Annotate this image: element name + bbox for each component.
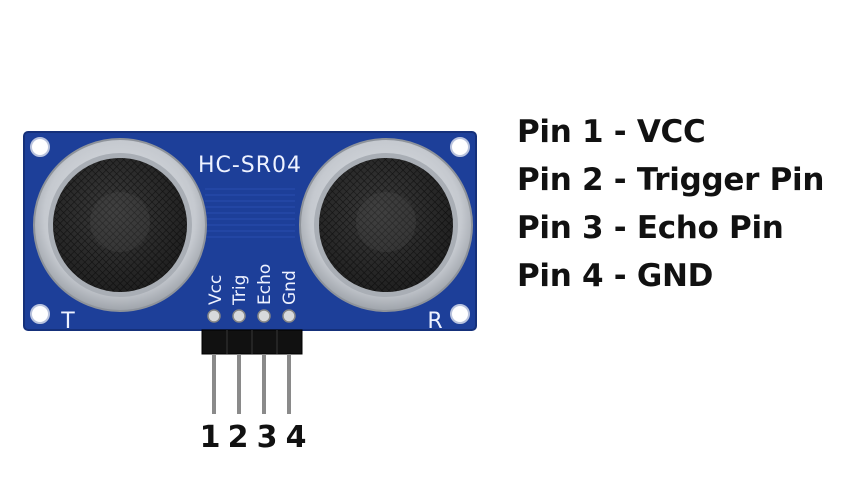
transmitter-transducer: [33, 138, 207, 312]
mounting-hole-bottom-left: [30, 304, 50, 324]
receiver-mark: R: [427, 309, 442, 334]
pcb-trace-area: [205, 185, 295, 240]
pin-label-vcc: Vcc: [206, 275, 226, 305]
pin-number-2: 2: [228, 420, 249, 455]
pin-number-3: 3: [257, 420, 278, 455]
pin-description-list: Pin 1 - VCC Pin 2 - Trigger Pin Pin 3 - …: [517, 108, 824, 300]
pin-description-3: Pin 3 - Echo Pin: [517, 210, 784, 246]
pin-label-gnd: Gnd: [280, 270, 300, 305]
mounting-hole-top-left: [30, 137, 50, 157]
pin-number-4: 4: [286, 420, 307, 455]
mounting-hole-bottom-right: [450, 304, 470, 324]
pin-description-1: Pin 1 - VCC: [517, 114, 706, 150]
pin-label-trig: Trig: [230, 275, 250, 306]
receiver-transducer: [299, 138, 473, 312]
hc-sr04-illustration: HC-SR04 T R Vcc Trig Echo Gnd 1 2 3 4: [23, 131, 477, 455]
pin-description-2: Pin 2 - Trigger Pin: [517, 162, 825, 198]
header-pins: [212, 354, 291, 414]
solder-pads: [207, 309, 296, 323]
transmitter-mark: T: [60, 309, 75, 334]
pin-number-1: 1: [200, 420, 221, 455]
board-model-label: HC-SR04: [198, 153, 302, 178]
pin-description-4: Pin 4 - GND: [517, 258, 714, 294]
mounting-hole-top-right: [450, 137, 470, 157]
pin-label-echo: Echo: [255, 264, 275, 305]
